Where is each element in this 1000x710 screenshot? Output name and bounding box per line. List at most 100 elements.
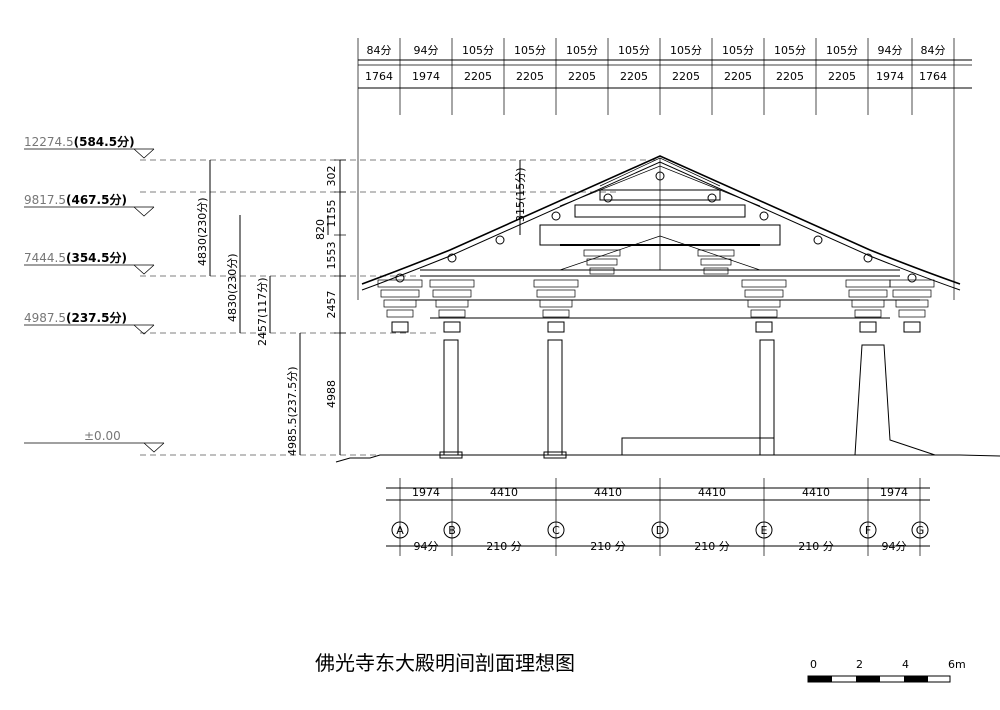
- top-mm-label: 1764: [365, 70, 393, 83]
- top-mm-label: 2205: [776, 70, 804, 83]
- axis-bubble: B: [443, 521, 461, 539]
- level-triangle: [133, 206, 155, 217]
- bracket-set: [583, 249, 621, 275]
- level-label: 9817.5(467.5分): [24, 192, 127, 207]
- level-triangle: [133, 148, 155, 159]
- top-dimension-rows: [358, 59, 972, 89]
- bottom-fen-label: 210 分: [694, 540, 730, 553]
- roof-frame: [400, 158, 920, 319]
- top-mm-label: 2205: [620, 70, 648, 83]
- dim-315: 315(15分): [514, 167, 527, 222]
- bottom-fen-label: 210 分: [798, 540, 834, 553]
- purlin: [655, 171, 665, 181]
- bracket-set: [845, 279, 891, 333]
- bracket-set: [377, 279, 423, 333]
- stack-dim-label: 4988: [325, 380, 338, 408]
- purlin: [707, 193, 717, 203]
- stack-dim-label: 1553: [325, 242, 338, 270]
- svg-text:E: E: [761, 524, 768, 537]
- axis-bubble: F: [859, 521, 877, 539]
- axis-bubble: G: [911, 521, 929, 539]
- vertical-dimensions: [209, 160, 521, 455]
- top-fen-label: 94分: [878, 44, 903, 57]
- bottom-dimensions: [386, 487, 930, 547]
- bottom-mm-label: 4410: [490, 486, 518, 499]
- dim-4985: 4985.5(237.5分): [286, 366, 299, 456]
- bracket-set: [889, 279, 935, 333]
- axis-bubble: A: [391, 521, 409, 539]
- dim-820: 820: [314, 219, 327, 240]
- stack-dim-label: 2457: [325, 291, 338, 319]
- top-fen-label: 105分: [774, 44, 806, 57]
- top-mm-label: 2205: [516, 70, 544, 83]
- bottom-grid-lines: [399, 478, 921, 556]
- top-mm-label: 1974: [876, 70, 904, 83]
- level-label: 4987.5(237.5分): [24, 310, 127, 325]
- purlin: [495, 235, 505, 245]
- bracket-set: [429, 279, 475, 333]
- bottom-fen-labels: 94分 210 分 210 分 210 分 210 分 94分: [414, 540, 907, 553]
- bottom-mm-label: 4410: [802, 486, 830, 499]
- top-mm-label: 1764: [919, 70, 947, 83]
- purlins: [395, 171, 917, 283]
- scale-tick: 2: [856, 658, 863, 671]
- scale-bar: [807, 675, 951, 683]
- top-fen-label: 84分: [921, 44, 946, 57]
- top-fen-label: 105分: [514, 44, 546, 57]
- scale-tick: 0: [810, 658, 817, 671]
- level-triangle: [133, 264, 155, 275]
- bottom-fen-label: 94分: [414, 540, 439, 553]
- bracket-set: [741, 279, 787, 333]
- purlin: [447, 253, 457, 263]
- top-fen-label: 105分: [826, 44, 858, 57]
- top-fen-label: 105分: [462, 44, 494, 57]
- level-markers: 12274.5(584.5分)9817.5(467.5分)7444.5(354.…: [24, 134, 165, 453]
- axis-bubbles: A B C D E F G: [391, 521, 929, 539]
- purlin: [759, 211, 769, 221]
- columns: [439, 339, 936, 459]
- level-label: 7444.5(354.5分): [24, 250, 127, 265]
- top-fen-label: 105分: [722, 44, 754, 57]
- svg-text:G: G: [916, 524, 925, 537]
- level-triangle: [143, 442, 165, 453]
- drawing-title: 佛光寺东大殿明间剖面理想图: [315, 651, 575, 675]
- stack-dim-label: 1155: [325, 200, 338, 228]
- top-mm-label: 2205: [568, 70, 596, 83]
- svg-text:B: B: [448, 524, 456, 537]
- bottom-fen-label: 94分: [882, 540, 907, 553]
- bottom-mm-label: 1974: [412, 486, 440, 499]
- level-label: ±0.00: [84, 429, 121, 443]
- purlin: [395, 273, 405, 283]
- dim-2457-117: 2457(117分): [256, 277, 269, 346]
- axis-bubble: D: [651, 521, 669, 539]
- top-fen-label: 94分: [414, 44, 439, 57]
- top-fen-label: 105分: [566, 44, 598, 57]
- top-mm-label: 2205: [464, 70, 492, 83]
- purlin: [603, 193, 613, 203]
- top-mm-label: 2205: [724, 70, 752, 83]
- svg-text:F: F: [865, 524, 871, 537]
- top-fen-label: 105分: [618, 44, 650, 57]
- bottom-fen-label: 210 分: [486, 540, 522, 553]
- top-fen-label: 84分: [367, 44, 392, 57]
- ground: [335, 437, 1000, 463]
- dim-4830-b: 4830(230分): [226, 253, 239, 322]
- axis-bubble: E: [755, 521, 773, 539]
- purlin: [863, 253, 873, 263]
- scale-tick: 4: [902, 658, 909, 671]
- bottom-fen-label: 210 分: [590, 540, 626, 553]
- svg-text:D: D: [656, 524, 664, 537]
- top-mm-label: 2205: [828, 70, 856, 83]
- bottom-mm-label: 4410: [698, 486, 726, 499]
- purlin: [813, 235, 823, 245]
- axis-bubble: C: [547, 521, 565, 539]
- bracket-set: [533, 279, 579, 333]
- bottom-mm-label: 1974: [880, 486, 908, 499]
- top-grid-lines: [357, 38, 955, 300]
- bracket-set: [697, 249, 735, 275]
